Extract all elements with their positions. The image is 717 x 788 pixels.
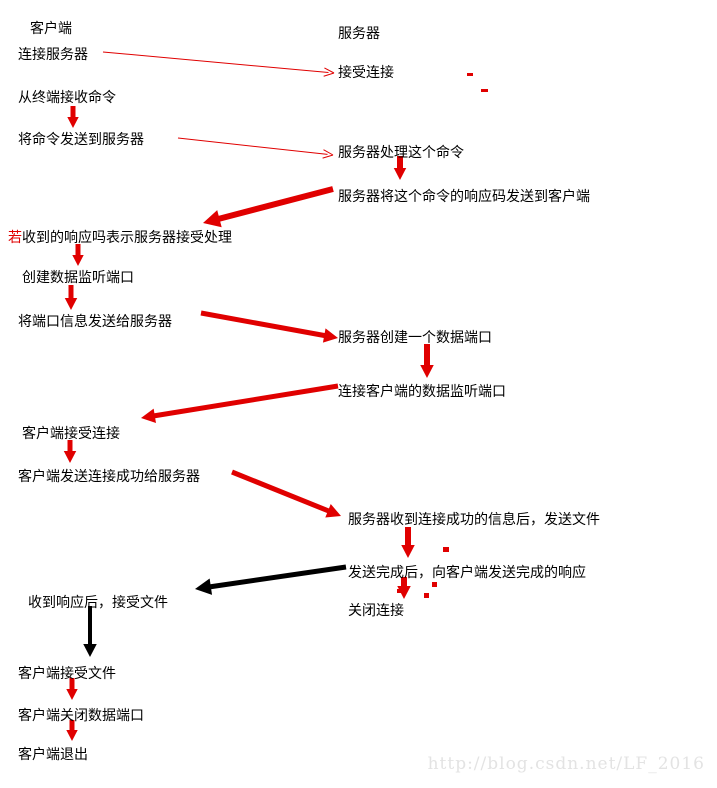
client-node-c4-lead: 若 xyxy=(8,230,22,246)
stray-mark-2 xyxy=(424,344,428,348)
client-node-c4-text: 收到的响应吗表示服务器接受处理 xyxy=(22,230,232,246)
stray-mark-4 xyxy=(432,582,437,587)
server-node-s5: 连接客户端的数据监听端口 xyxy=(338,384,506,400)
client-node-c4: 若收到的响应吗表示服务器接受处理 xyxy=(8,231,232,245)
client-node-c0: 客户端 xyxy=(30,21,72,37)
server-node-s0: 服务器 xyxy=(338,26,380,42)
arrow-port-info-to-server xyxy=(200,310,338,343)
server-node-s1: 接受连接 xyxy=(338,65,394,81)
client-node-c8: 客户端发送连接成功给服务器 xyxy=(18,469,200,485)
client-node-c9: 收到响应后，接受文件 xyxy=(28,595,168,611)
client-node-c10: 客户端接受文件 xyxy=(18,666,116,682)
server-node-s4: 服务器创建一个数据端口 xyxy=(338,330,492,346)
arrow-receive-file-down xyxy=(83,606,97,657)
client-node-c5: 创建数据监听端口 xyxy=(22,270,134,286)
client-node-c12: 客户端退出 xyxy=(18,747,88,763)
arrow-client-accept-down xyxy=(63,440,77,463)
server-node-s7: 发送完成后，向客户端发送完成的响应 xyxy=(348,565,586,581)
arrow-completion-response-to-client xyxy=(195,564,347,595)
server-node-s3: 服务器将这个命令的响应码发送到客户端 xyxy=(338,189,590,205)
arrow-connect-client-listen-port xyxy=(141,383,339,423)
arrow-connect-to-server xyxy=(102,51,335,77)
stray-mark-5 xyxy=(424,593,429,598)
arrow-response-code-to-client xyxy=(203,186,334,228)
arrow-connect-success-to-server xyxy=(231,469,341,518)
client-node-c2: 从终端接收命令 xyxy=(18,90,116,106)
arrow-create-listen-port-down xyxy=(72,244,84,266)
arrow-server-send-file-down xyxy=(401,527,415,558)
watermark: http://blog.csdn.net/LF_2016 xyxy=(427,754,705,774)
stray-mark-6 xyxy=(397,589,402,593)
server-node-s8: 关闭连接 xyxy=(348,603,404,619)
stray-mark-1 xyxy=(481,89,488,92)
client-node-c6: 将端口信息发送给服务器 xyxy=(18,314,172,330)
stray-mark-3 xyxy=(443,547,449,552)
client-node-c3: 将命令发送到服务器 xyxy=(18,132,144,148)
arrow-server-create-port-down xyxy=(420,344,434,378)
client-node-c7: 客户端接受连接 xyxy=(22,426,120,442)
arrow-receive-command-down xyxy=(67,106,79,128)
client-node-c11: 客户端关闭数据端口 xyxy=(18,708,144,724)
server-node-s6: 服务器收到连接成功的信息后，发送文件 xyxy=(348,512,600,528)
stray-mark-0 xyxy=(467,73,473,76)
arrow-send-command-to-server xyxy=(177,137,334,159)
arrow-send-port-info-down xyxy=(64,285,78,310)
client-node-c1: 连接服务器 xyxy=(18,47,88,63)
server-node-s2: 服务器处理这个命令 xyxy=(338,145,464,161)
